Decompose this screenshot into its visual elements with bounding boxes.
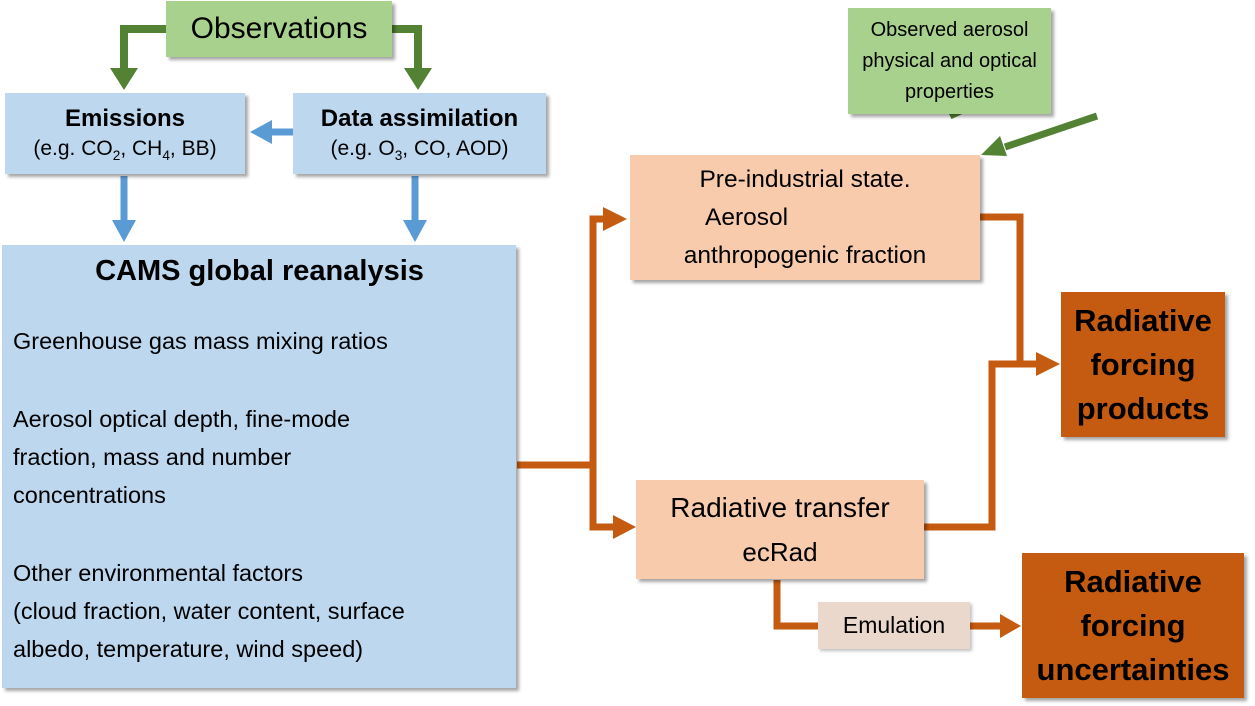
cams-item-line: Greenhouse gas mass mixing ratios bbox=[13, 328, 388, 354]
cams-item-line: fraction, mass and number bbox=[13, 444, 292, 470]
arrow-observations-to-emissions bbox=[120, 25, 166, 70]
rf-uncertainties-line: uncertainties bbox=[1036, 651, 1230, 687]
cams-item-environmental: Other environmental factors (cloud fract… bbox=[13, 554, 405, 668]
rf-uncertainties-line: Radiative bbox=[1064, 563, 1202, 599]
cams-item-line: concentrations bbox=[13, 482, 166, 508]
arrowhead bbox=[603, 207, 627, 231]
radiative-transfer-box: Radiative transfer ecRad bbox=[636, 480, 924, 579]
subscript: 3 bbox=[394, 147, 403, 163]
cams-item-aerosol: Aerosol optical depth, fine-mode fractio… bbox=[13, 400, 350, 514]
observed-aerosol-line: properties bbox=[905, 80, 994, 103]
observations-box: Observations bbox=[166, 1, 392, 57]
pre-industrial-line: Aerosol bbox=[705, 203, 789, 231]
cams-title: CAMS global reanalysis bbox=[95, 255, 424, 287]
cams-item-line: Other environmental factors bbox=[13, 560, 303, 586]
cams-item-greenhouse: Greenhouse gas mass mixing ratios bbox=[13, 322, 388, 360]
radiative-transfer-line: ecRad bbox=[742, 536, 818, 567]
rf-uncertainties-box: Radiative forcing uncertainties bbox=[1022, 553, 1244, 698]
observations-label: Observations bbox=[190, 12, 368, 45]
cams-item-line: (cloud fraction, water content, surface bbox=[13, 598, 405, 624]
text-part: , BB) bbox=[169, 136, 217, 160]
text-part: , CH bbox=[120, 136, 163, 160]
arrowhead bbox=[110, 68, 138, 90]
arrow-shaft bbox=[1003, 112, 1099, 151]
pre-industrial-line: anthropogenic fraction bbox=[683, 241, 927, 269]
text-part: , CO, AOD) bbox=[402, 136, 509, 160]
arrowhead bbox=[250, 120, 272, 144]
data-assimilation-title: Data assimilation bbox=[320, 104, 519, 132]
emissions-examples: (e.g. CO2, CH4, BB) bbox=[33, 137, 216, 163]
arrow-split-to-radiative-transfer bbox=[589, 462, 615, 531]
rf-products-box: Radiative forcing products bbox=[1061, 292, 1225, 437]
arrowhead bbox=[1000, 614, 1021, 638]
observed-aerosol-line: Observed aerosol bbox=[870, 18, 1029, 41]
rf-products-line: forcing bbox=[1090, 346, 1196, 382]
arrowhead bbox=[1036, 352, 1060, 376]
arrowhead bbox=[403, 220, 427, 242]
arrowhead bbox=[981, 136, 1007, 156]
subscript: 2 bbox=[112, 147, 121, 163]
arrowhead bbox=[404, 68, 432, 90]
text-part: (e.g. CO bbox=[33, 136, 113, 160]
rf-uncertainties-line: forcing bbox=[1080, 607, 1186, 643]
pre-industrial-line: Pre-industrial state. bbox=[699, 165, 911, 193]
arrow-pre-industrial-to-rf-products bbox=[980, 213, 1024, 364]
emulation-box: Emulation bbox=[818, 602, 970, 649]
arrow-split-to-pre-industrial bbox=[589, 215, 606, 468]
emissions-title: Emissions bbox=[64, 104, 186, 132]
pre-industrial-box: Pre-industrial state. Aerosol anthropoge… bbox=[630, 155, 980, 280]
data-assimilation-examples: (e.g. O3, CO, AOD) bbox=[331, 137, 509, 163]
cams-item-line: Aerosol optical depth, fine-mode bbox=[13, 406, 351, 432]
arrow-observations-to-data-assimilation bbox=[392, 25, 422, 70]
radiative-transfer-line: Radiative transfer bbox=[670, 491, 890, 523]
observed-aerosol-line: physical and optical bbox=[862, 49, 1037, 72]
cams-reanalysis-box: CAMS global reanalysis Greenhouse gas ma… bbox=[2, 245, 516, 688]
rf-products-line: products bbox=[1076, 390, 1210, 426]
observed-aerosol-box: Observed aerosol physical and optical pr… bbox=[848, 8, 1051, 114]
arrowhead bbox=[112, 220, 136, 242]
subscript: 4 bbox=[162, 147, 170, 163]
cams-item-line: albedo, temperature, wind speed) bbox=[13, 636, 364, 662]
emulation-label: Emulation bbox=[842, 612, 946, 638]
arrowhead bbox=[613, 515, 636, 539]
data-assimilation-box: Data assimilation (e.g. O3, CO, AOD) bbox=[293, 93, 546, 174]
emissions-box: Emissions (e.g. CO2, CH4, BB) bbox=[5, 93, 245, 174]
text-part: (e.g. O bbox=[330, 136, 395, 160]
arrow-radiative-transfer-to-rf-products bbox=[924, 360, 1040, 531]
arrow-radiative-transfer-to-emulation bbox=[773, 580, 826, 630]
rf-products-line: Radiative bbox=[1074, 302, 1212, 338]
